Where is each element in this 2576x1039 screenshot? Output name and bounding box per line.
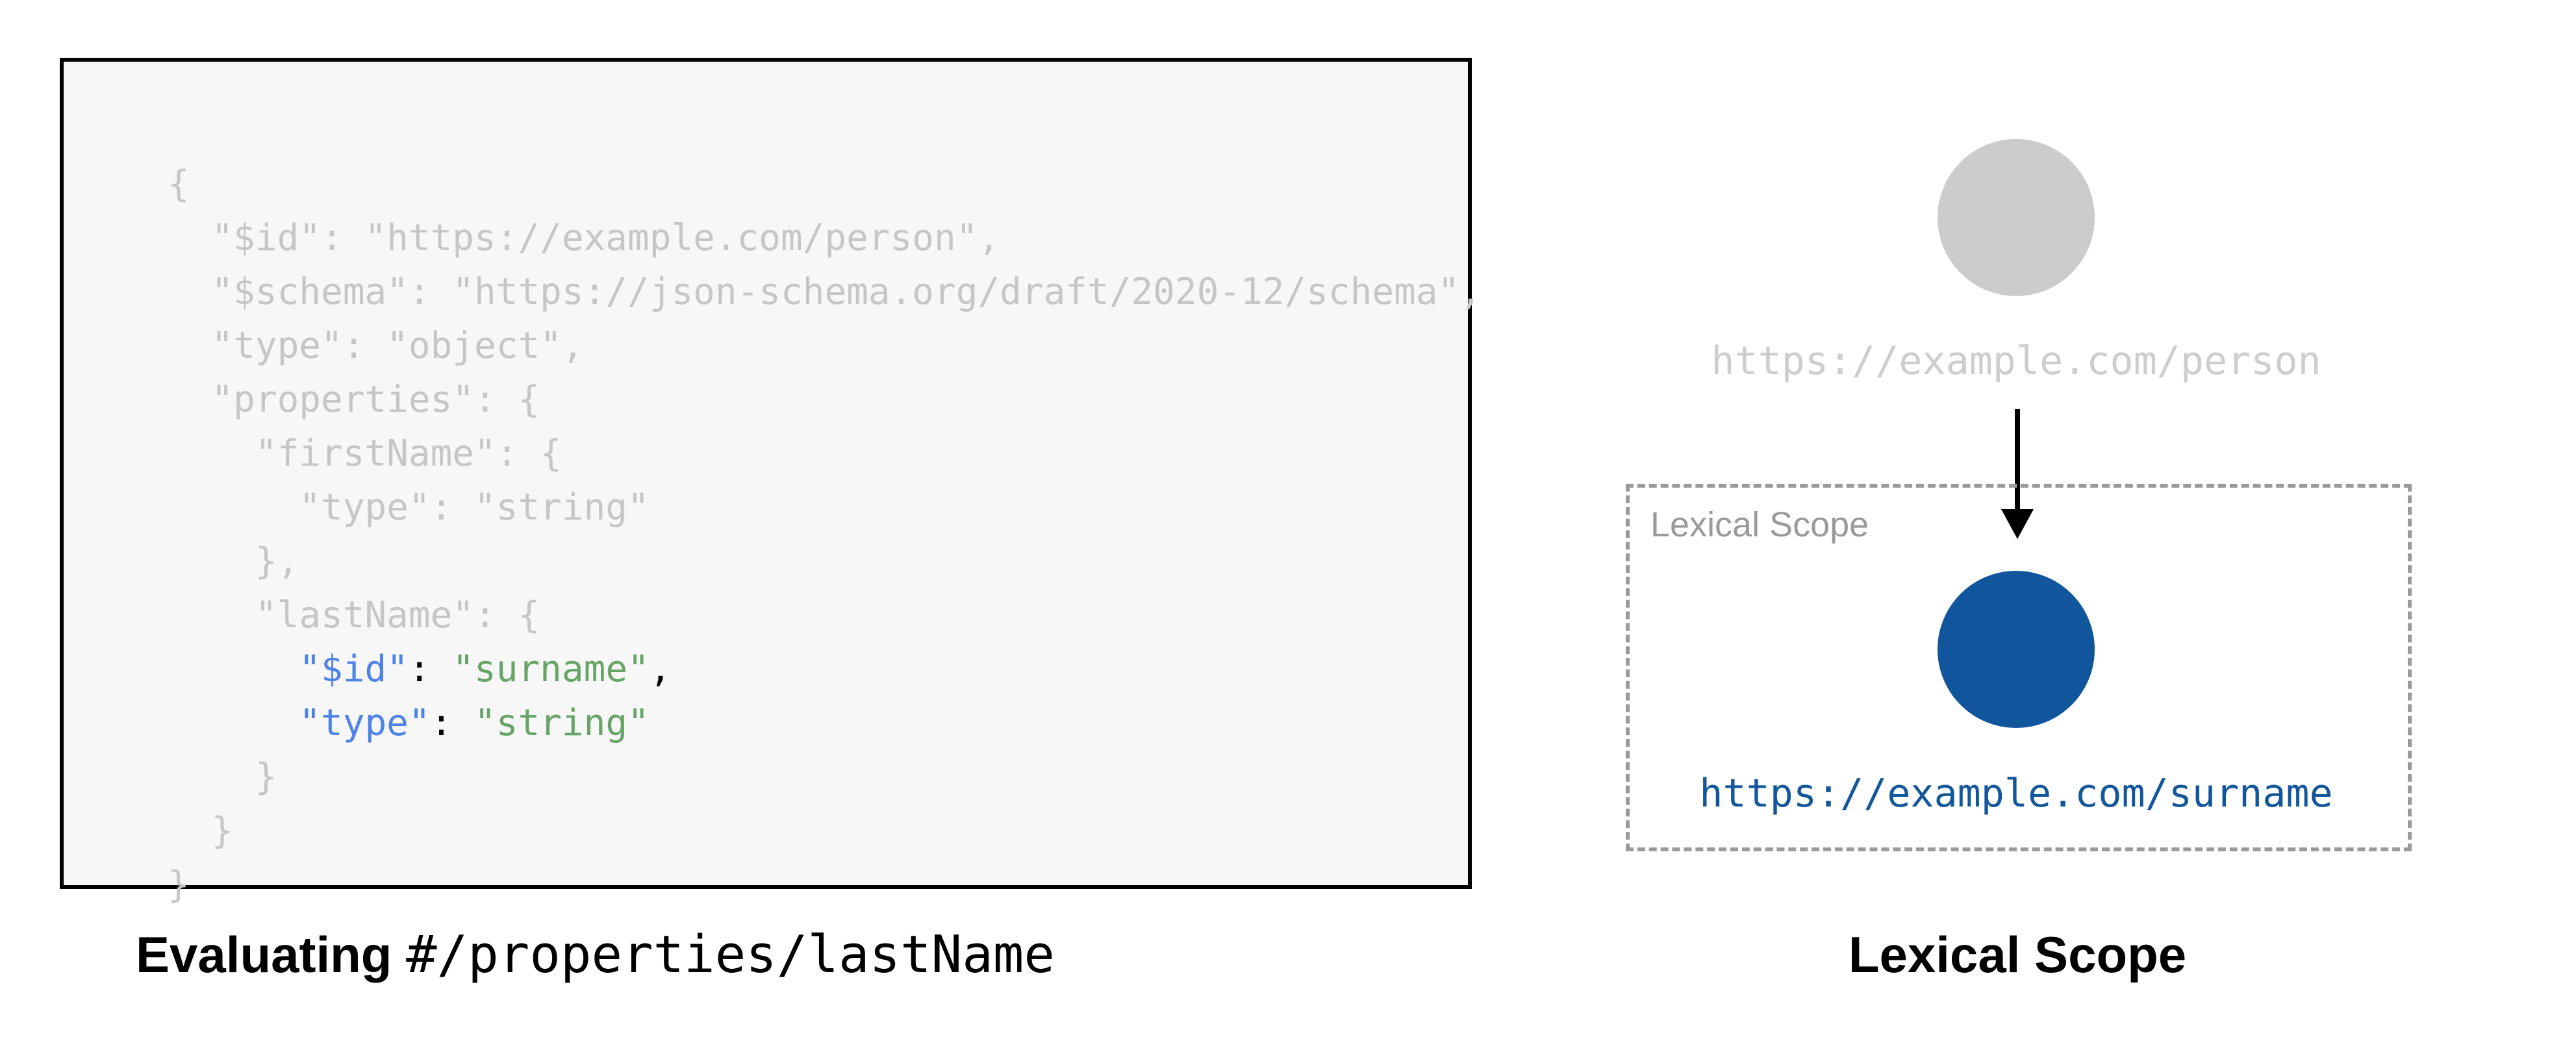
arrow-line [2015,409,2020,513]
code-line: "firstName": { [168,427,1482,481]
code-token: : [430,702,453,744]
person-uri-label: https://example.com/person [1711,338,2321,384]
left-caption-json-pointer: #/properties/lastName [406,925,1055,984]
code-token: } [168,864,190,906]
code-token: "type": "string" [168,486,650,529]
code-token [168,702,299,744]
code-token: , [649,648,672,690]
code-token: "$id": "https://example.com/person", [168,217,1000,259]
left-caption-bold-text: Evaluating [136,926,407,983]
code-token: "type" [299,702,431,744]
code-token: } [168,810,234,852]
code-token [452,702,474,744]
code-line: "$schema": "https://json-schema.org/draf… [168,265,1482,319]
surname-schema-node [1938,571,2095,728]
code-block: { "$id": "https://example.com/person", "… [168,157,1482,912]
code-line: "type": "object", [168,319,1482,373]
code-token: "firstName": { [168,432,562,475]
code-token: "surname" [452,648,650,690]
code-line: "lastName": { [168,588,1482,642]
code-token: "string" [474,702,650,744]
left-caption: Evaluating #/properties/lastName [136,922,1055,1002]
arrow-head-icon [2001,509,2034,539]
code-line: } [168,750,1482,804]
surname-uri-label: https://example.com/surname [1699,771,2333,816]
code-line: { [168,157,1482,211]
code-token [168,648,299,690]
person-schema-node [1938,139,2095,296]
lexical-scope-box: Lexical Scope [1626,484,2412,851]
code-line: } [168,858,1482,912]
code-token: "$id" [299,648,409,690]
code-line: "type": "string" [168,481,1482,534]
code-token: "properties": { [168,379,540,421]
code-line: } [168,804,1482,858]
code-token: }, [168,540,299,582]
code-token: { [168,163,190,205]
code-token: : [408,648,431,690]
code-token: "lastName": { [168,594,540,636]
code-token: } [168,756,277,798]
code-token: "type": "object", [168,325,584,367]
code-line: "properties": { [168,373,1482,427]
code-token: "$schema": "https://json-schema.org/draf… [168,271,1482,313]
code-line: "type": "string" [168,696,1482,750]
code-line: "$id": "https://example.com/person", [168,211,1482,265]
right-caption: Lexical Scope [1848,926,2187,983]
code-token [431,648,453,690]
json-schema-code-panel: { "$id": "https://example.com/person", "… [60,58,1482,906]
lexical-scope-box-label: Lexical Scope [1650,505,1869,544]
code-line: "$id": "surname", [168,642,1482,696]
code-line: }, [168,534,1482,588]
